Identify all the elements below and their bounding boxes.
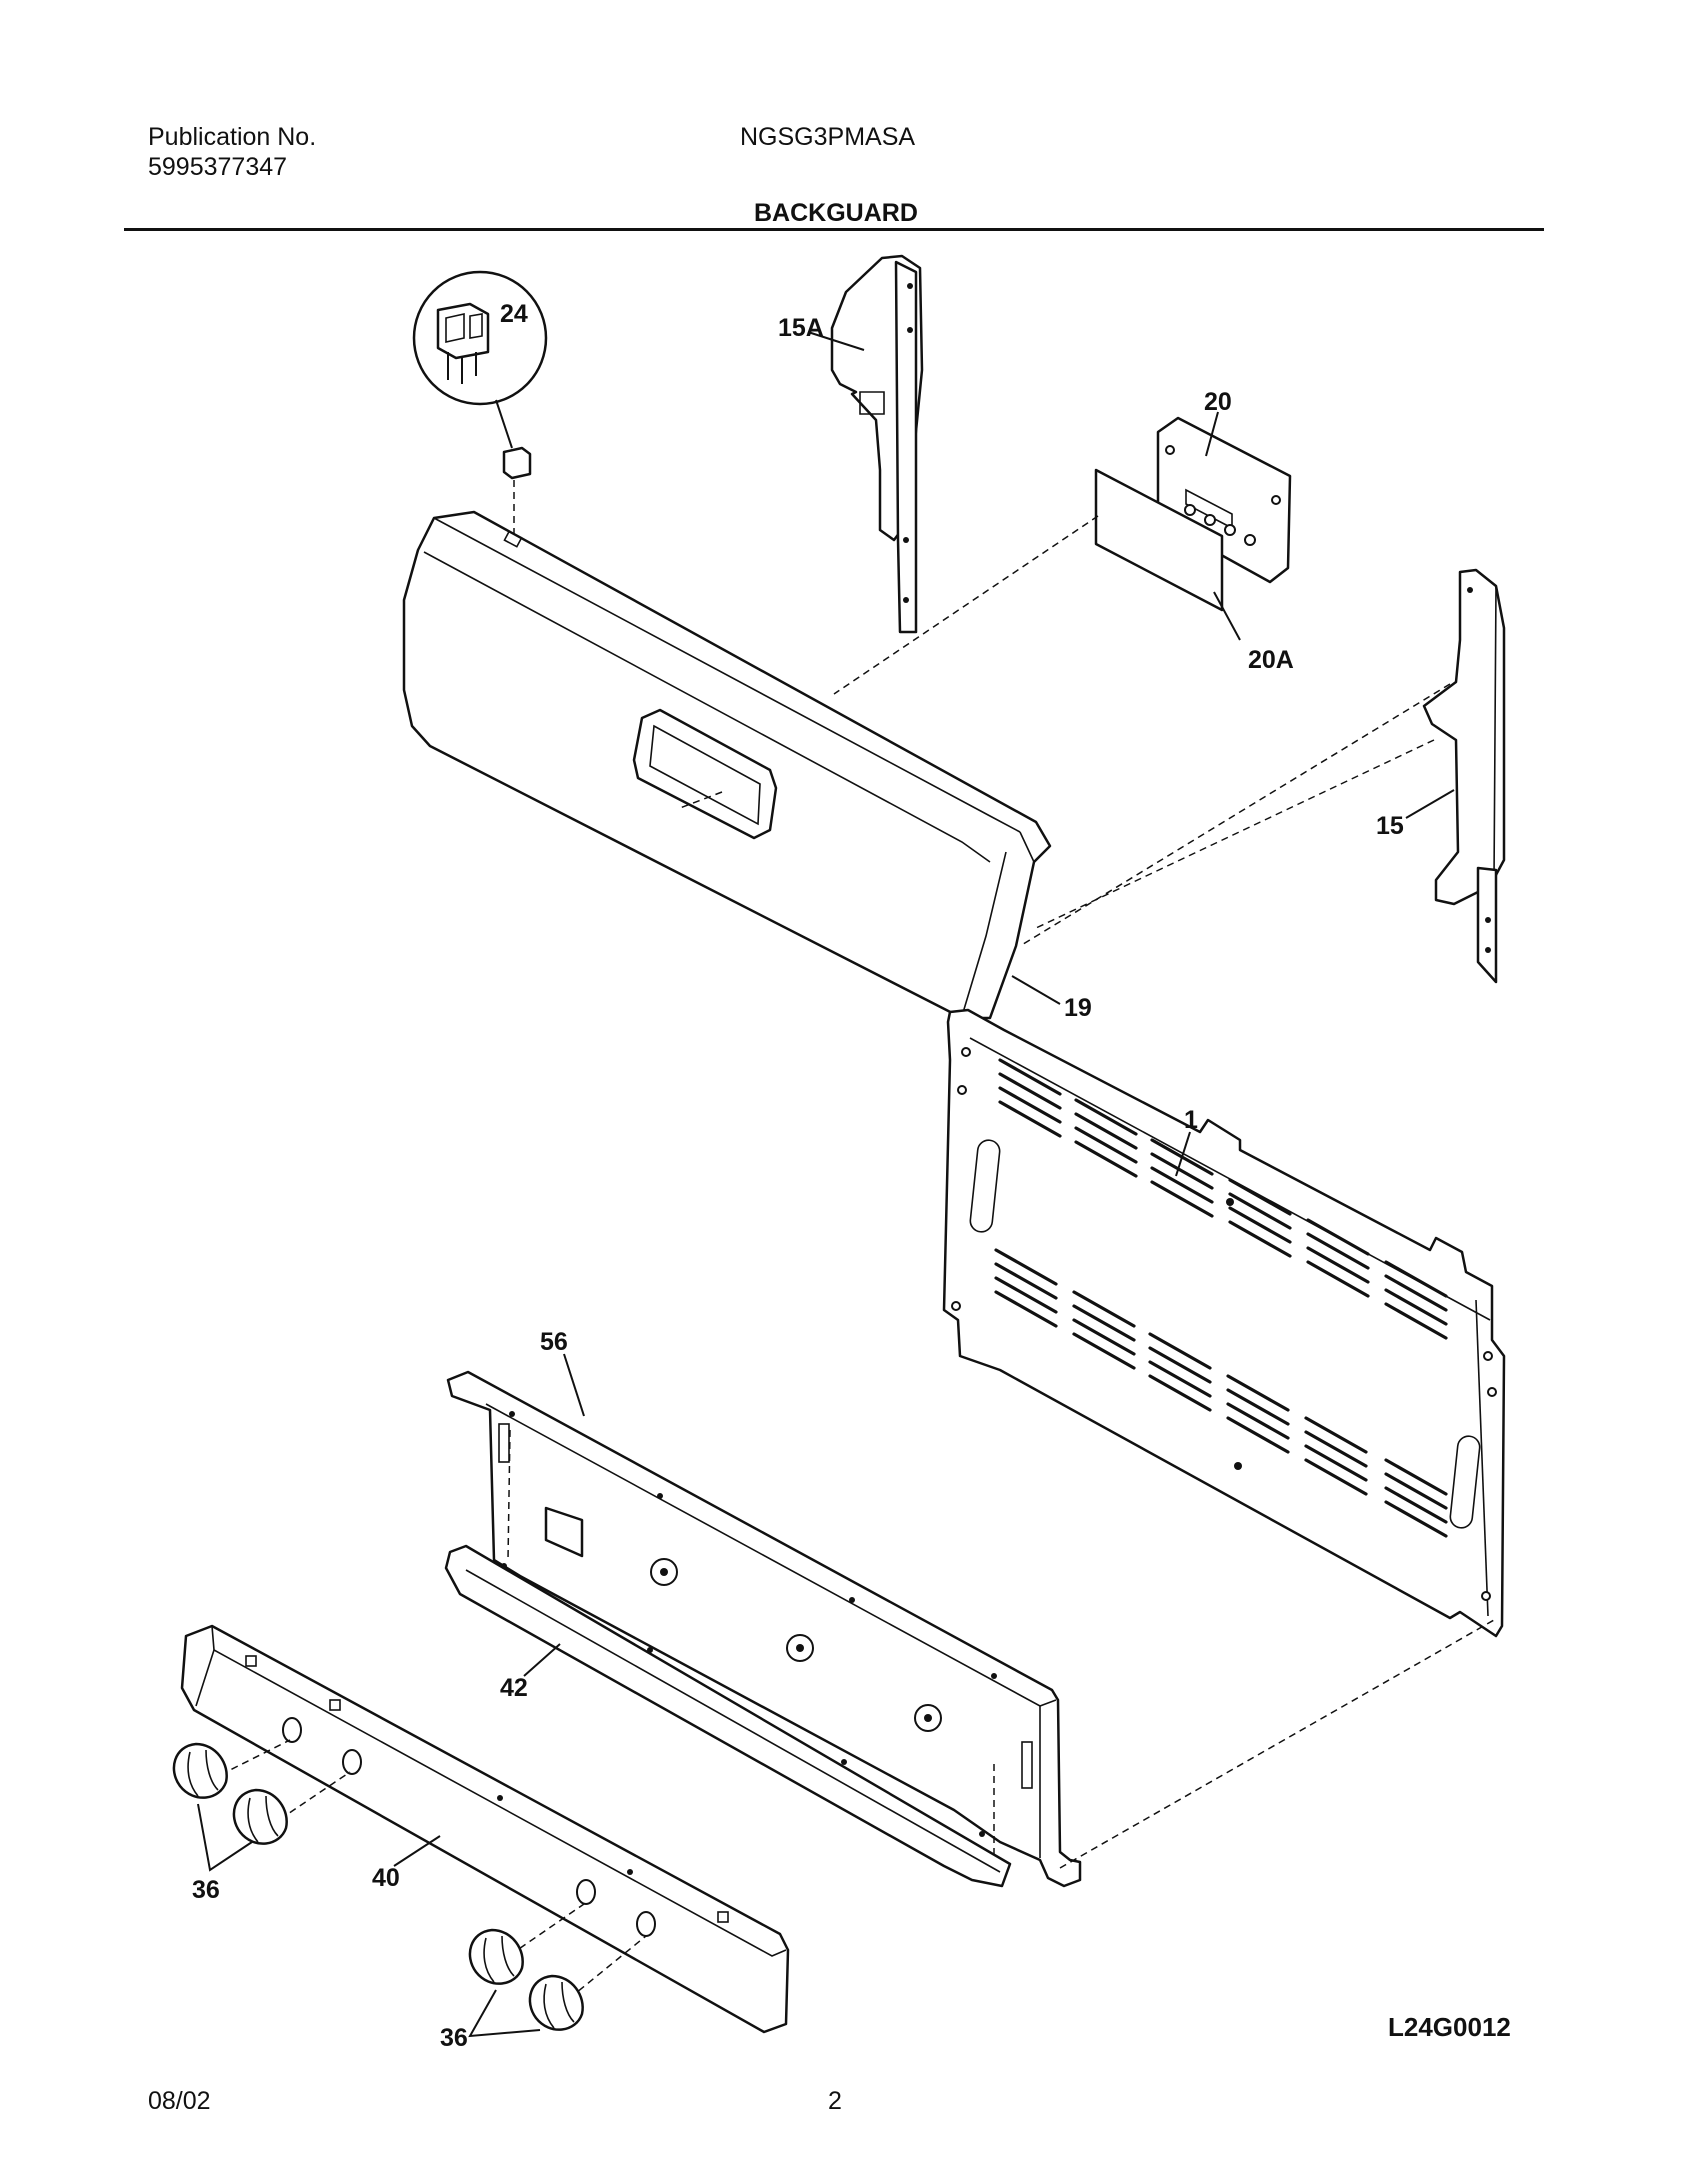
leader-19 bbox=[1011, 975, 1061, 1005]
leader-56 bbox=[563, 1353, 585, 1417]
knob-part bbox=[232, 1788, 288, 1845]
header-rule bbox=[124, 228, 1544, 231]
callout-20: 20 bbox=[1204, 388, 1232, 416]
manifold-panel-part bbox=[180, 1624, 790, 2034]
control-panel-part bbox=[446, 1370, 1082, 1888]
backguard-trim-part bbox=[402, 510, 1052, 1020]
leader-42 bbox=[523, 1643, 561, 1677]
overlay-part bbox=[1094, 468, 1224, 612]
clock-timer-part bbox=[1156, 416, 1292, 584]
end-cap-right-part bbox=[1422, 568, 1506, 984]
leader-40 bbox=[393, 1835, 441, 1867]
callout-40: 40 bbox=[372, 1864, 400, 1892]
vent-slots-lower bbox=[994, 1248, 1448, 1538]
page-number: 2 bbox=[828, 2087, 842, 2115]
callout-15A: 15A bbox=[778, 314, 824, 342]
knob-part bbox=[468, 1928, 524, 1985]
callout-24: 24 bbox=[500, 300, 528, 328]
leader-20 bbox=[1205, 411, 1219, 457]
callout-42: 42 bbox=[500, 1674, 528, 1702]
section-title: BACKGUARD bbox=[754, 199, 918, 227]
callout-15: 15 bbox=[1376, 812, 1404, 840]
switch-part bbox=[502, 446, 532, 540]
model-number: NGSG3PMASA bbox=[740, 123, 916, 151]
callout-20A: 20A bbox=[1248, 646, 1294, 674]
leader-1 bbox=[1175, 1131, 1191, 1177]
callout-36-right: 36 bbox=[440, 2024, 468, 2052]
drawing-code: L24G0012 bbox=[1388, 2012, 1511, 2042]
publication-number: 5995377347 bbox=[148, 153, 288, 181]
switch-detail-circle bbox=[412, 270, 548, 406]
publication-label: Publication No. bbox=[148, 123, 317, 151]
callout-36-left: 36 bbox=[192, 1876, 220, 1904]
callout-56: 56 bbox=[540, 1328, 568, 1356]
end-cap-left-part bbox=[830, 254, 924, 634]
rear-panel-part bbox=[942, 1008, 1506, 1638]
leader-20A bbox=[1213, 591, 1241, 641]
knob-part bbox=[528, 1974, 584, 2031]
leader-15A bbox=[807, 331, 865, 351]
leader-36-right bbox=[468, 1989, 541, 2038]
leader-15 bbox=[1405, 789, 1455, 819]
callout-1: 1 bbox=[1184, 1106, 1198, 1134]
callout-19: 19 bbox=[1064, 994, 1092, 1022]
footer-date: 08/02 bbox=[148, 2087, 211, 2115]
trim-strip-part bbox=[444, 1544, 1012, 1888]
knob-part bbox=[172, 1742, 228, 1799]
leader-36-left bbox=[197, 1803, 253, 1872]
